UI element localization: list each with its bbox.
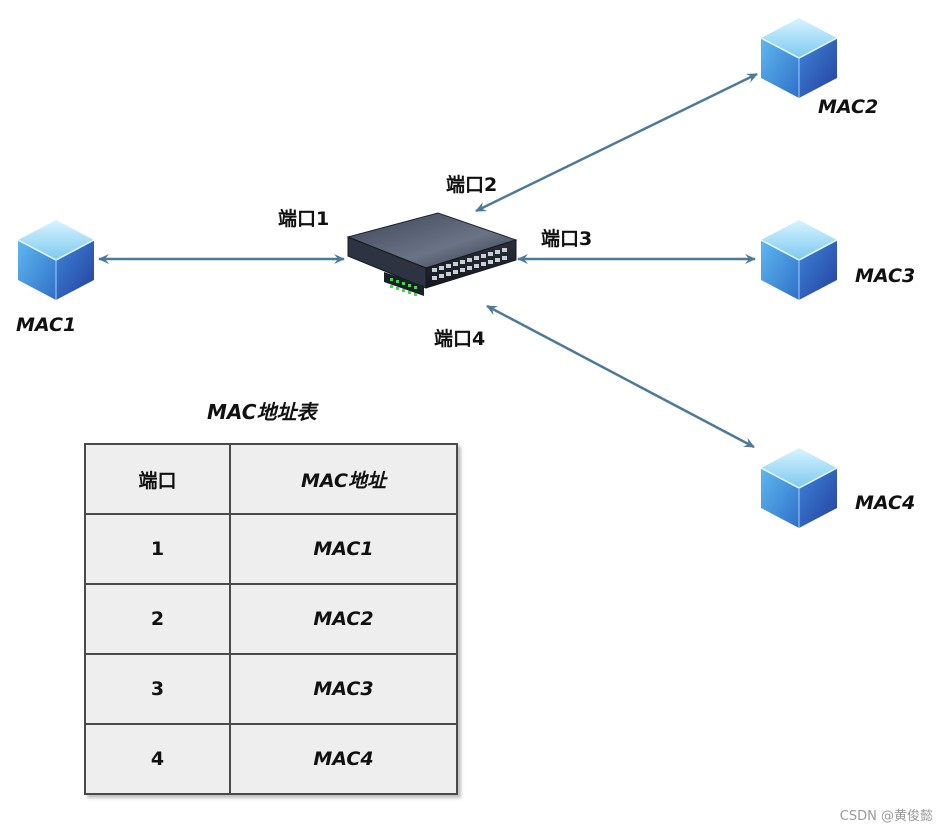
host-cube-mac4-icon <box>760 447 838 529</box>
cell-port: 4 <box>84 723 231 795</box>
header-mac: MAC地址 <box>229 443 458 515</box>
cell-port: 3 <box>84 653 231 725</box>
node-label-mac2: MAC2 <box>818 96 879 118</box>
link-mac4 <box>486 304 755 449</box>
port-label-2: 端口2 <box>446 174 498 196</box>
header-port: 端口 <box>84 443 231 515</box>
node-label-mac3: MAC3 <box>855 265 916 287</box>
table-title: MAC地址表 <box>207 400 317 424</box>
node-label-mac4: MAC4 <box>855 492 916 514</box>
port-label-4: 端口4 <box>434 328 486 350</box>
cell-mac: MAC3 <box>229 653 458 725</box>
watermark: CSDN @黄俊懿 <box>839 809 933 824</box>
port-label-3: 端口3 <box>541 228 593 250</box>
cell-port: 2 <box>84 583 231 655</box>
node-label-mac1: MAC1 <box>16 314 77 336</box>
table-row: 1 MAC1 <box>84 513 458 585</box>
cell-port: 1 <box>84 513 231 585</box>
cell-mac: MAC2 <box>229 583 458 655</box>
port-label-1: 端口1 <box>278 208 330 230</box>
host-cube-mac1-icon <box>17 219 95 301</box>
table-header-row: 端口 MAC地址 <box>84 443 458 515</box>
table-row: 2 MAC2 <box>84 583 458 655</box>
table-row: 3 MAC3 <box>84 653 458 725</box>
host-cube-mac3-icon <box>760 219 838 301</box>
table-row: 4 MAC4 <box>84 723 458 795</box>
host-cube-mac2-icon <box>760 17 838 99</box>
cell-mac: MAC1 <box>229 513 458 585</box>
mac-address-table: 端口 MAC地址 1 MAC1 2 MAC2 3 MAC3 4 MAC4 <box>84 443 458 795</box>
link-mac2 <box>475 72 758 213</box>
cell-mac: MAC4 <box>229 723 458 795</box>
switch-icon <box>346 212 518 296</box>
